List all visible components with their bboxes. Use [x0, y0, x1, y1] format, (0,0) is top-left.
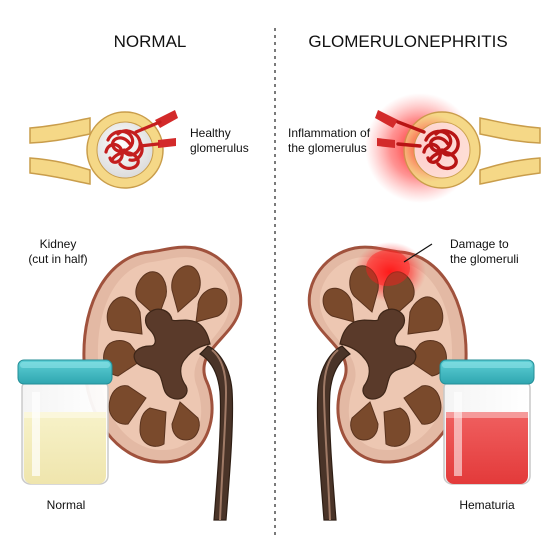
- label-inflammation-1: Inflammation of: [288, 126, 371, 140]
- healthy-glomerulus-icon: [29, 110, 178, 189]
- heading-glomerulonephritis: GLOMERULONEPHRITIS: [308, 32, 507, 51]
- label-inflammation-2: the glomerulus: [288, 141, 367, 155]
- blood-urine-sample-jar-icon: [439, 359, 535, 485]
- heading-normal: NORMAL: [114, 32, 187, 51]
- label-normal: Normal: [47, 498, 86, 512]
- label-kidney-2: (cut in half): [28, 252, 87, 266]
- inflamed-glomerulus-icon: [365, 93, 541, 203]
- label-damage-2: the glomeruli: [450, 252, 519, 266]
- kidney-cross-section-icon: [82, 245, 243, 521]
- label-healthy-2: glomerulus: [190, 141, 249, 155]
- label-damage-1: Damage to: [450, 237, 509, 251]
- label-kidney-1: Kidney: [40, 237, 77, 251]
- label-hematuria: Hematuria: [459, 498, 515, 512]
- label-healthy-1: Healthy: [190, 126, 231, 140]
- urine-sample-jar-icon: [17, 359, 113, 485]
